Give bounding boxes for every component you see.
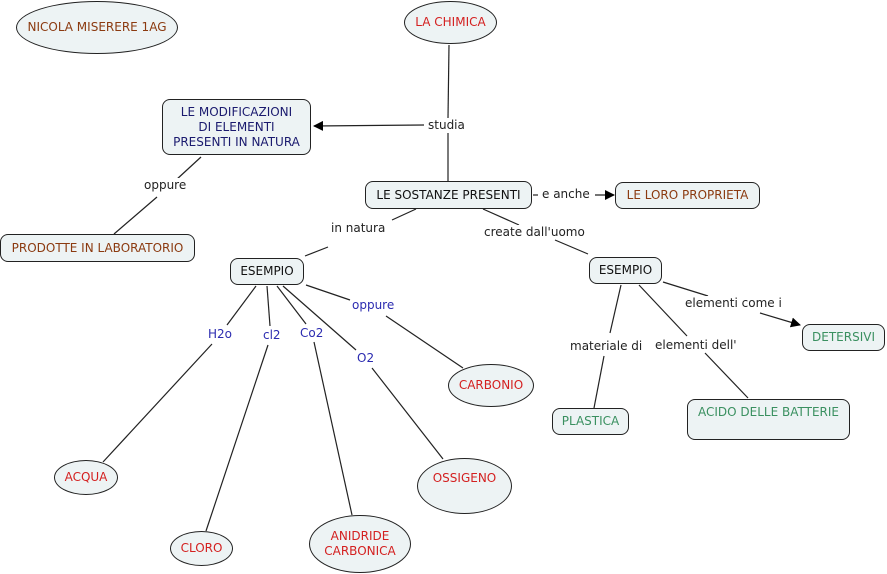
link-label-studia: studia <box>427 118 466 132</box>
acqua-text: ACQUA <box>64 470 108 484</box>
line-oppure-carbonio <box>385 315 464 369</box>
link-label-oppure-carbonio: oppure <box>351 298 396 312</box>
link-label-e-anche: e anche <box>541 187 591 201</box>
line-sostanze-innatura <box>391 208 417 221</box>
line-esempio-co2 <box>276 285 307 325</box>
line-innatura-esempio <box>304 246 329 257</box>
line-esempio-oppure <box>305 284 351 301</box>
line-materiale-plastica <box>593 355 605 409</box>
modificazioni-node[interactable]: LE MODIFICAZIONI DI ELEMENTI PRESENTI IN… <box>162 99 311 155</box>
link-label-in-natura: in natura <box>330 221 387 235</box>
link-label-h2o: H2o <box>207 327 233 341</box>
plastica-node[interactable]: PLASTICA <box>552 408 629 435</box>
arrow-elementicome-detersivi <box>759 312 801 328</box>
author-text: NICOLA MISERERE 1AG <box>27 20 167 34</box>
sostanze-node[interactable]: LE SOSTANZE PRESENTI <box>365 181 532 209</box>
link-label-oppure-lab: oppure <box>143 178 188 192</box>
ossigeno-node[interactable]: OSSIGENO <box>417 458 512 514</box>
esempio-uomo-text: ESEMPIO <box>598 263 653 277</box>
author-node[interactable]: NICOLA MISERERE 1AG <box>16 1 178 54</box>
line-elementidell-acido <box>704 352 749 399</box>
cloro-node[interactable]: CLORO <box>170 531 233 566</box>
link-label-co2: Co2 <box>299 326 325 340</box>
acido-text: ACIDO DELLE BATTERIE <box>697 405 839 419</box>
proprieta-text: LE LORO PROPRIETA <box>626 188 749 202</box>
proprieta-node[interactable]: LE LORO PROPRIETA <box>615 182 760 209</box>
link-label-materiale-di: materiale di <box>569 339 644 353</box>
esempio-natura-node[interactable]: ESEMPIO <box>230 258 304 285</box>
line-chimica-studia <box>447 44 450 119</box>
modificazioni-line-3: PRESENTI IN NATURA <box>173 134 300 149</box>
detersivi-text: DETERSIVI <box>812 330 875 344</box>
line-co2-anidride <box>313 341 353 516</box>
link-label-elementi-dell: elementi dell' <box>654 338 738 352</box>
line-esempio-materiale <box>609 284 622 334</box>
link-label-create-uomo: create dall'uomo <box>483 225 586 239</box>
line-esempio-elementidell <box>638 284 688 337</box>
detersivi-node[interactable]: DETERSIVI <box>802 324 885 351</box>
laboratorio-text: PRODOTTE IN LABORATORIO <box>11 240 184 255</box>
anidride-line-2: CARBONICA <box>324 544 396 558</box>
link-label-elementi-come: elementi come i <box>684 296 783 310</box>
plastica-text: PLASTICA <box>561 414 620 428</box>
line-sostanze-create <box>482 208 520 226</box>
anidride-line-1: ANIDRIDE <box>330 529 390 543</box>
line-esempio-o2 <box>282 285 357 351</box>
modificazioni-line-2: DI ELEMENTI <box>198 119 275 134</box>
line-modif-oppure <box>175 156 202 181</box>
acqua-node[interactable]: ACQUA <box>54 460 118 495</box>
acido-node[interactable]: ACIDO DELLE BATTERIE <box>687 399 850 440</box>
carbonio-text: CARBONIO <box>458 378 524 392</box>
link-label-cl2: cl2 <box>262 328 282 342</box>
esempio-natura-text: ESEMPIO <box>240 264 294 278</box>
line-esempio-h2o <box>226 285 257 326</box>
line-oppure-lab <box>113 196 158 235</box>
line-esempio-elementicome <box>662 281 709 297</box>
la-chimica-node[interactable]: LA CHIMICA <box>404 1 497 44</box>
cloro-text: CLORO <box>180 541 223 555</box>
line-cl2-cloro <box>205 344 269 532</box>
sostanze-text: LE SOSTANZE PRESENTI <box>376 187 521 202</box>
carbonio-node[interactable]: CARBONIO <box>448 364 534 407</box>
la-chimica-text: LA CHIMICA <box>415 15 486 29</box>
line-o2-ossigeno <box>371 367 444 460</box>
line-h2o-acqua <box>102 343 213 463</box>
link-label-o2: O2 <box>356 351 376 365</box>
line-esempio-cl2 <box>266 285 271 327</box>
arrow-studia-modificazioni <box>313 120 425 131</box>
anidride-node[interactable]: ANIDRIDE CARBONICA <box>309 515 411 573</box>
ossigeno-text: OSSIGENO <box>432 471 497 485</box>
laboratorio-node[interactable]: PRODOTTE IN LABORATORIO <box>0 234 195 262</box>
esempio-uomo-node[interactable]: ESEMPIO <box>589 257 662 284</box>
line-create-esempio <box>554 239 589 255</box>
modificazioni-line-1: LE MODIFICAZIONI <box>180 104 293 119</box>
